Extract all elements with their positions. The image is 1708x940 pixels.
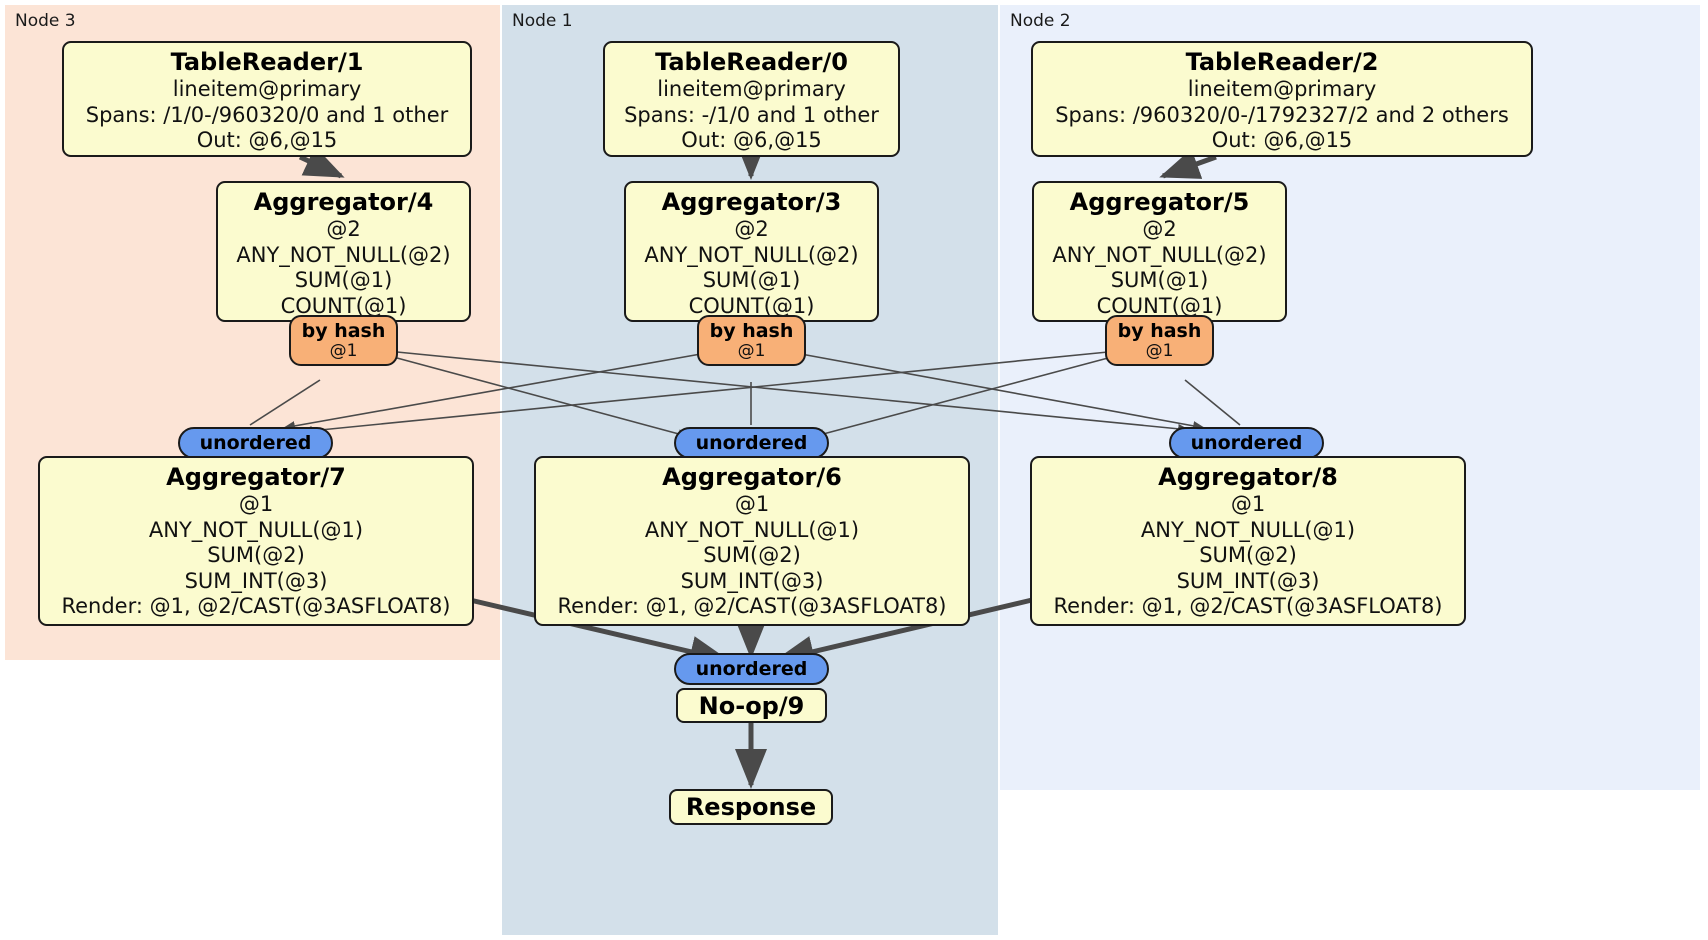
processor-detail-table: lineitem@primary (172, 77, 362, 101)
processor-no-op-9[interactable]: No-op/9 (676, 688, 827, 723)
processor-detail-agg-2: SUM_INT(@3) (680, 568, 824, 593)
processor-detail-agg-1: SUM(@1) (702, 268, 801, 292)
processor-table-reader-1[interactable]: TableReader/1 lineitem@primary Spans: /1… (62, 41, 472, 157)
processor-detail-group: @2 (326, 217, 361, 241)
region-node-2-label: Node 2 (1010, 11, 1071, 31)
processor-table-reader-0[interactable]: TableReader/0 lineitem@primary Spans: -/… (603, 41, 900, 157)
processor-detail-spans: Spans: /960320/0-/1792327/2 and 2 others (1055, 102, 1509, 127)
processor-title: TableReader/0 (655, 48, 848, 76)
processor-detail-out: Out: @6,@15 (1211, 128, 1353, 152)
router-column: @1 (737, 341, 766, 361)
processor-detail-agg-0: ANY_NOT_NULL(@2) (1052, 242, 1267, 267)
region-node-1-label: Node 1 (512, 11, 573, 31)
processor-detail-table: lineitem@primary (657, 77, 846, 101)
synchronizer-unordered-left[interactable]: unordered (178, 427, 333, 459)
processor-aggregator-3[interactable]: Aggregator/3 @2 ANY_NOT_NULL(@2) SUM(@1)… (624, 181, 879, 322)
processor-title: Response (685, 793, 817, 821)
processor-detail-group: @1 (1230, 492, 1266, 516)
router-label: by hash (301, 320, 386, 342)
processor-aggregator-8[interactable]: Aggregator/8 @1 ANY_NOT_NULL(@1) SUM(@2)… (1030, 456, 1466, 626)
processor-table-reader-2[interactable]: TableReader/2 lineitem@primary Spans: /9… (1031, 41, 1533, 157)
synchronizer-unordered-final[interactable]: unordered (674, 653, 829, 685)
processor-detail-out: Out: @6,@15 (196, 128, 338, 152)
router-by-hash-mid[interactable]: by hash @1 (697, 315, 806, 366)
processor-detail-agg-2: COUNT(@1) (1096, 293, 1223, 318)
processor-detail-out: Out: @6,@15 (681, 128, 822, 152)
processor-aggregator-4[interactable]: Aggregator/4 @2 ANY_NOT_NULL(@2) SUM(@1)… (216, 181, 471, 322)
processor-detail-agg-0: ANY_NOT_NULL(@2) (236, 242, 451, 267)
processor-title: TableReader/2 (1185, 48, 1379, 76)
processor-detail-spans: Spans: /1/0-/960320/0 and 1 other (85, 102, 449, 127)
processor-detail-group: @1 (734, 492, 770, 516)
synchronizer-label: unordered (199, 432, 312, 454)
processor-detail-agg-1: SUM(@2) (207, 543, 305, 567)
processor-detail-agg-2: COUNT(@1) (688, 293, 815, 318)
synchronizer-unordered-mid[interactable]: unordered (674, 427, 829, 459)
processor-detail-agg-0: ANY_NOT_NULL(@1) (1140, 517, 1356, 542)
processor-aggregator-5[interactable]: Aggregator/5 @2 ANY_NOT_NULL(@2) SUM(@1)… (1032, 181, 1287, 322)
router-column: @1 (329, 341, 358, 361)
processor-detail-table: lineitem@primary (1187, 77, 1377, 101)
router-label: by hash (1117, 320, 1202, 342)
processor-title: No-op/9 (698, 691, 805, 720)
router-label: by hash (709, 320, 794, 342)
processor-detail-render: Render: @1, @2/CAST(@3ASFLOAT8) (1053, 594, 1443, 618)
processor-detail-agg-2: SUM_INT(@3) (184, 568, 328, 593)
region-node-3-label: Node 3 (15, 11, 76, 31)
processor-detail-group: @2 (1142, 217, 1177, 241)
router-by-hash-left[interactable]: by hash @1 (289, 315, 398, 366)
processor-detail-agg-0: ANY_NOT_NULL(@1) (148, 517, 364, 542)
processor-title: Aggregator/3 (661, 188, 842, 216)
processor-detail-group: @2 (734, 217, 769, 241)
processor-detail-group: @1 (238, 492, 274, 516)
processor-detail-agg-2: SUM_INT(@3) (1176, 568, 1320, 593)
processor-aggregator-7[interactable]: Aggregator/7 @1 ANY_NOT_NULL(@1) SUM(@2)… (38, 456, 474, 626)
processor-title: Aggregator/6 (662, 463, 842, 491)
processor-detail-render: Render: @1, @2/CAST(@3ASFLOAT8) (557, 594, 947, 618)
processor-detail-spans: Spans: -/1/0 and 1 other (624, 102, 879, 127)
processor-title: TableReader/1 (170, 48, 364, 76)
router-by-hash-right[interactable]: by hash @1 (1105, 315, 1214, 366)
synchronizer-label: unordered (695, 432, 808, 454)
processor-aggregator-6[interactable]: Aggregator/6 @1 ANY_NOT_NULL(@1) SUM(@2)… (534, 456, 970, 626)
processor-detail-agg-0: ANY_NOT_NULL(@1) (644, 517, 860, 542)
processor-detail-render: Render: @1, @2/CAST(@3ASFLOAT8) (61, 594, 451, 618)
processor-title: Aggregator/4 (253, 188, 434, 216)
processor-response[interactable]: Response (669, 789, 833, 825)
synchronizer-label: unordered (1190, 432, 1303, 454)
processor-detail-agg-0: ANY_NOT_NULL(@2) (644, 242, 859, 267)
router-column: @1 (1145, 341, 1174, 361)
synchronizer-unordered-right[interactable]: unordered (1169, 427, 1324, 459)
processor-detail-agg-1: SUM(@1) (1110, 268, 1209, 292)
synchronizer-label: unordered (695, 658, 808, 680)
processor-detail-agg-1: SUM(@2) (703, 543, 801, 567)
processor-title: Aggregator/8 (1158, 463, 1338, 491)
processor-detail-agg-2: COUNT(@1) (280, 293, 407, 318)
processor-title: Aggregator/5 (1069, 188, 1250, 216)
processor-detail-agg-1: SUM(@1) (294, 268, 393, 292)
processor-detail-agg-1: SUM(@2) (1199, 543, 1297, 567)
processor-title: Aggregator/7 (166, 463, 346, 491)
